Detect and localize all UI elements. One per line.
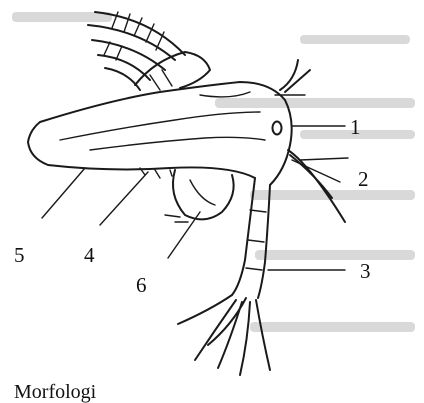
figure-caption: Morfologi [14,381,97,403]
label-5: 5 [14,243,25,267]
label-6: 6 [136,273,147,297]
label-3: 3 [360,259,371,283]
label-1: 1 [350,115,361,139]
label-4: 4 [84,243,95,267]
label-2: 2 [358,167,369,191]
faded-background-text [12,12,415,332]
